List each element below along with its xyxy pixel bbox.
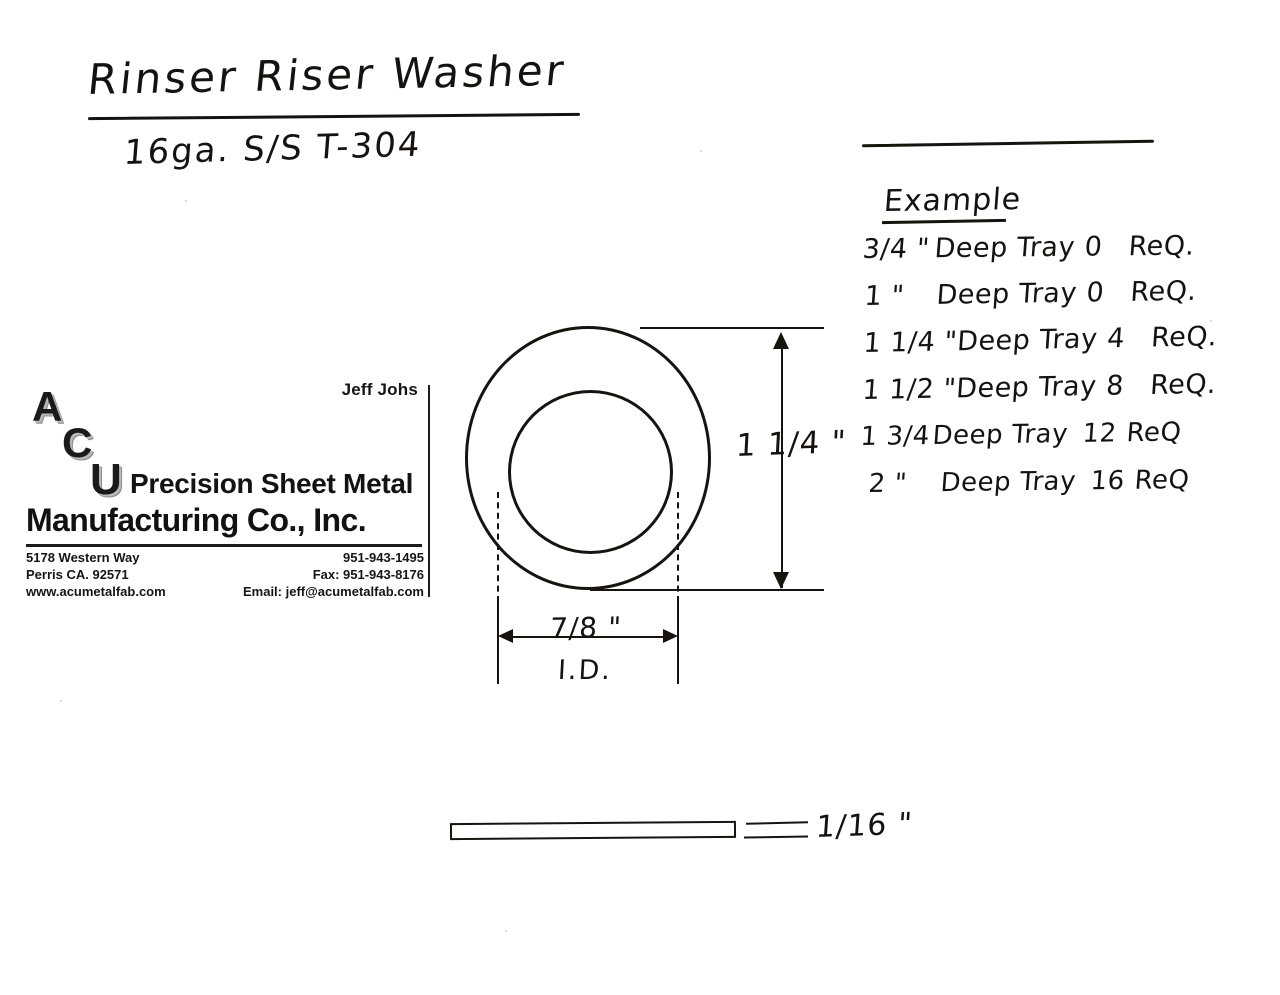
edge-profile-bar [449, 820, 737, 841]
email-address: Email: jeff@acumetalfab.com [242, 584, 424, 600]
note-description: Deep Tray [935, 277, 1079, 311]
note-quantity: 16 [1089, 465, 1126, 497]
washer-edge-view: 1/16 " [449, 807, 914, 882]
note-description: Deep Tray [939, 466, 1078, 499]
thickness-leader-line-top [745, 821, 809, 825]
extension-line-right-lower [677, 602, 679, 684]
note-req-label: ReQ. [1150, 321, 1219, 354]
dashed-extension-line-right [677, 492, 679, 602]
note-req-label: ReQ. [1149, 368, 1218, 401]
logo-divider-rule [26, 544, 422, 547]
vertical-divider-line [428, 385, 430, 597]
washer-outer-circle [465, 326, 711, 590]
page-title: Rinser Riser Washer [85, 45, 569, 105]
note-size: 1 3/4 [859, 421, 931, 453]
note-req-label: ReQ. [1129, 275, 1198, 308]
note-req-label: ReQ [1133, 465, 1191, 496]
note-size: 1 1/4 " [862, 326, 959, 360]
washer-plan-view: 1 1/4 " 7/8 " I.D. [440, 300, 860, 720]
logo-letter-c: C [62, 419, 93, 466]
note-size: 1 " [863, 280, 906, 313]
vertical-dimension-shaft [781, 340, 783, 588]
note-quantity: 0 [1085, 277, 1106, 309]
note-req-label: ReQ. [1127, 230, 1196, 263]
notes-heading-underline [881, 218, 1007, 225]
note-description: Deep Tray [956, 323, 1099, 358]
title-underline [87, 112, 581, 121]
scan-speckle [1210, 320, 1212, 322]
arrow-up-icon [773, 332, 789, 349]
note-quantity: 8 [1105, 370, 1126, 402]
thickness-dimension: 1/16 " [814, 806, 914, 846]
scan-speckle [700, 150, 702, 152]
company-website: www.acumetalfab.com [26, 584, 166, 600]
note-quantity: 12 [1081, 418, 1118, 449]
note-description: Deep Tray [931, 419, 1070, 452]
address-line2: Perris CA. 92571 [26, 567, 129, 583]
address-line1: 5178 Western Way [26, 550, 140, 565]
notes-separator-rule [861, 139, 1155, 148]
notes-heading: Example [882, 182, 1023, 220]
scan-speckle [60, 700, 62, 702]
arrow-down-icon [773, 572, 789, 589]
contact-name: Jeff Johs [341, 380, 418, 399]
note-description: Deep Tray [933, 231, 1077, 265]
scan-speckle [505, 930, 507, 932]
note-quantity: 4 [1106, 322, 1126, 355]
note-description: Deep Tray [955, 370, 1098, 405]
contact-info: 5178 Western Way Perris CA. 92571 www.ac… [26, 549, 424, 600]
extension-line-bottom [590, 589, 824, 591]
contact-address: 5178 Western Way Perris CA. 92571 www.ac… [26, 549, 166, 600]
extension-line-left-lower [497, 602, 499, 684]
note-quantity: 0 [1083, 231, 1104, 263]
fax-number: Fax: 951-943-8176 [312, 567, 424, 583]
note-size: 1 1/2 " [861, 373, 958, 407]
title-block: Rinser Riser Washer 16ga. S/S T-304 [85, 46, 581, 173]
extension-line-top [640, 327, 824, 329]
note-size: 3/4 " [861, 233, 931, 266]
phone-number: 951-943-1495 [343, 550, 424, 565]
material-spec: 16ga. S/S T-304 [122, 124, 423, 174]
outer-diameter-dimension: 1 1/4 " [735, 424, 848, 465]
note-size: 2 " [867, 468, 909, 500]
inner-diameter-label: I.D. [557, 655, 613, 686]
arrow-left-icon [498, 629, 513, 643]
arrow-right-icon [663, 629, 678, 643]
note-req-label: ReQ [1125, 417, 1183, 449]
washer-inner-circle [508, 390, 673, 554]
contact-numbers: 951-943-1495 Fax: 951-943-8176 Email: je… [243, 549, 424, 600]
logo-letter-a: A [32, 383, 63, 430]
company-tagline-line2: Manufacturing Co., Inc. [26, 502, 367, 538]
company-tagline-line1: Precision Sheet Metal [130, 468, 414, 499]
horizontal-dimension-shaft [510, 636, 665, 638]
logo-letter-u: U [90, 455, 122, 504]
thickness-leader-line-bottom [743, 835, 809, 839]
dashed-extension-line-left [497, 492, 499, 602]
inner-diameter-dimension: 7/8 " [549, 610, 623, 646]
scan-speckle [185, 200, 187, 202]
